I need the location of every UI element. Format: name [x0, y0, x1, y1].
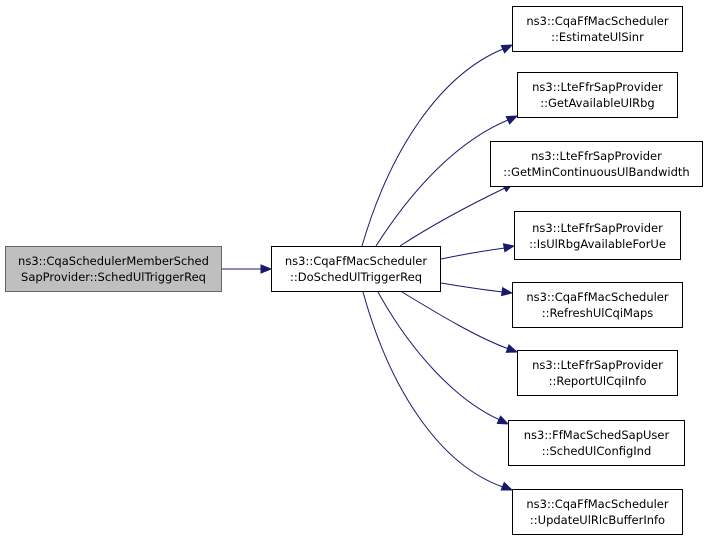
node-label-line1: ns3::CqaSchedulerMemberSched: [18, 254, 209, 268]
node-label-line1: ns3::LteFfrSapProvider: [532, 80, 663, 94]
node-label-line1: ns3::LteFfrSapProvider: [531, 149, 662, 163]
edge-line: [440, 247, 506, 260]
edge-line: [361, 48, 504, 247]
edge-to-is-ul-rbg-available-for-ue: [440, 243, 516, 260]
node-label-line2: ::UpdateUlRlcBufferInfo: [529, 513, 666, 527]
node-get-min-continuous-ul-bandwidth[interactable]: ns3::LteFfrSapProvider ::GetMinContinuou…: [490, 141, 703, 187]
node-label-line2: ::SchedUlConfigInd: [541, 444, 652, 458]
arrowhead: [496, 415, 510, 425]
arrowhead: [260, 264, 273, 274]
node-label-line2: ::DoSchedUlTriggerReq: [289, 270, 423, 284]
node-label-line1: ns3::LteFfrSapProvider: [532, 220, 663, 235]
arrowhead: [500, 481, 514, 491]
edge-line: [401, 291, 510, 350]
node-label-line1: ns3::CqaFfMacScheduler: [526, 497, 669, 511]
node-label-line2: ::RefreshUlCqiMaps: [541, 306, 654, 320]
node-label-line2: ::ReportUlCqiInfo: [548, 374, 647, 388]
node-is-ul-rbg-available-for-ue[interactable]: ns3::LteFfrSapProvider ::IsUlRbgAvailabl…: [514, 211, 681, 260]
node-get-available-ul-rbg[interactable]: ns3::LteFfrSapProvider ::GetAvailableUlR…: [517, 72, 678, 118]
node-label-line2: ::IsUlRbgAvailableForUe: [529, 236, 666, 251]
edge-to-estimate-ul-sinr: [361, 44, 514, 247]
node-label-line1: ns3::CqaFfMacScheduler: [526, 290, 669, 304]
arrowhead: [505, 343, 519, 353]
arrowhead: [500, 44, 514, 54]
node-label-line2: SapProvider::SchedUlTriggerReq: [21, 270, 206, 284]
node-label-line1: ns3::LteFfrSapProvider: [532, 358, 663, 372]
arrowhead: [502, 243, 516, 253]
edge-to-refresh-ul-cqi-maps: [440, 282, 514, 297]
node-estimate-ul-sinr[interactable]: ns3::CqaFfMacScheduler ::EstimateUlSinr: [512, 6, 683, 52]
edge-to-sched-ul-config-ind: [377, 291, 510, 425]
arrowhead: [505, 115, 519, 125]
node-label-line1: ns3::FfMacSchedSapUser: [523, 428, 670, 442]
edge-root-to-do-sched-ul-trigger-req: [222, 264, 273, 274]
node-label-line1: ns3::CqaFfMacScheduler: [526, 14, 669, 28]
edge-line: [375, 119, 509, 247]
edge-line: [377, 291, 501, 421]
node-root-schedul-trigger-req: ns3::CqaSchedulerMemberSched SapProvider…: [5, 246, 222, 292]
node-do-sched-ul-trigger-req[interactable]: ns3::CqaFfMacScheduler ::DoSchedUlTrigge…: [271, 246, 441, 292]
node-report-ul-cqi-info[interactable]: ns3::LteFfrSapProvider ::ReportUlCqiInfo: [517, 350, 678, 396]
edge-to-report-ul-cqi-info: [401, 291, 519, 353]
node-label-line1: ns3::CqaFfMacScheduler: [284, 254, 428, 268]
node-sched-ul-config-ind[interactable]: ns3::FfMacSchedSapUser ::SchedUlConfigIn…: [508, 420, 685, 466]
edge-line: [440, 282, 504, 293]
node-update-ul-rlc-buffer-info[interactable]: ns3::CqaFfMacScheduler ::UpdateUlRlcBuff…: [512, 489, 683, 535]
node-label-line2: ::EstimateUlSinr: [551, 30, 644, 44]
node-label-line2: ::GetMinContinuousUlBandwidth: [503, 165, 690, 179]
arrowhead: [500, 286, 514, 297]
edge-line: [362, 291, 504, 488]
node-refresh-ul-cqi-maps[interactable]: ns3::CqaFfMacScheduler ::RefreshUlCqiMap…: [512, 282, 683, 328]
edge-to-get-available-ul-rbg: [375, 115, 519, 247]
edge-to-update-ul-rlc-buffer-info: [362, 291, 514, 491]
node-label-line2: ::GetAvailableUlRbg: [540, 96, 655, 110]
edge-line: [399, 187, 506, 247]
